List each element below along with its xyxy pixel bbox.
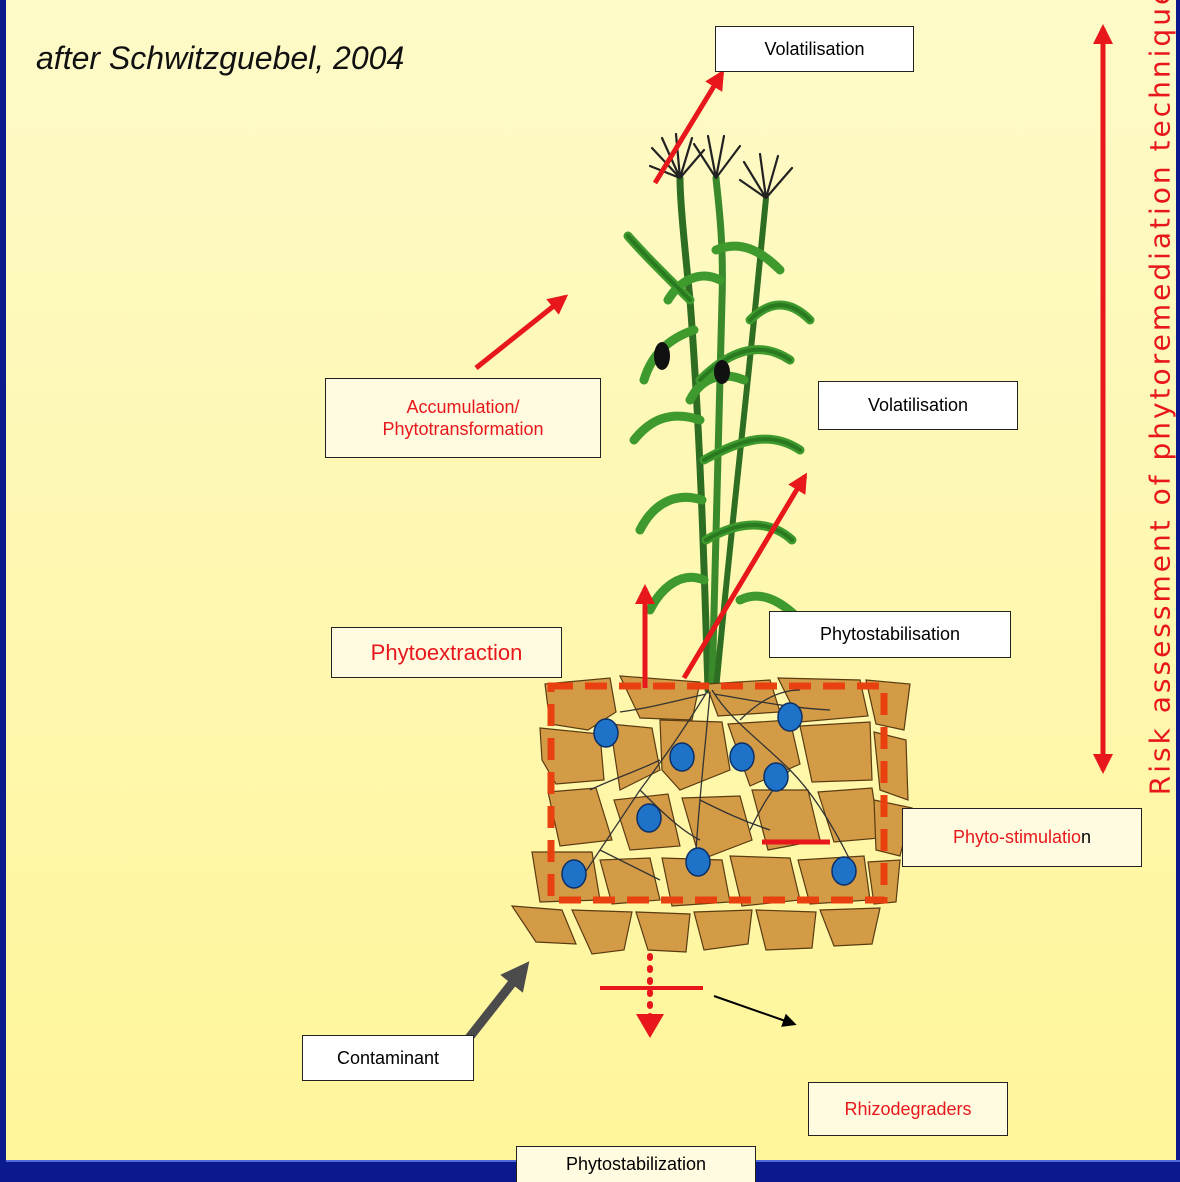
label-phytoextraction: Phytoextraction [331, 627, 562, 678]
contaminant-dot [764, 763, 788, 791]
label-text: Rhizodegraders [844, 1098, 971, 1121]
slide-background [6, 0, 1176, 1160]
label-volatilisation-top: Volatilisation [715, 26, 914, 72]
label-text: Phyto-stimulatio [953, 826, 1081, 849]
label-rhizodegraders: Rhizodegraders [808, 1082, 1008, 1136]
label-accumulation: Accumulation/ Phytotransformation [325, 378, 601, 458]
contaminant-dot [686, 848, 710, 876]
label-volatilisation-mid: Volatilisation [818, 381, 1018, 430]
label-text: Contaminant [337, 1047, 439, 1070]
risk-assessment-label: Risk assessment of phytoremediation tech… [1144, 0, 1177, 795]
label-text: Phytoextraction [371, 639, 523, 667]
contaminant-dot [670, 743, 694, 771]
source-citation: after Schwitzguebel, 2004 [36, 40, 404, 77]
label-text: Accumulation/ [406, 396, 519, 419]
label-contaminant: Contaminant [302, 1035, 474, 1081]
label-text: Volatilisation [868, 394, 968, 417]
contaminant-dot [562, 860, 586, 888]
contaminant-dot [832, 857, 856, 885]
contaminant-dot [637, 804, 661, 832]
label-text: n [1081, 826, 1091, 849]
contaminant-dot [778, 703, 802, 731]
label-text: Phytostabilization [566, 1153, 706, 1176]
label-phytostabilisation: Phytostabilisation [769, 611, 1011, 658]
contaminant-dot [594, 719, 618, 747]
contaminant-dot [730, 743, 754, 771]
label-phytostabilization-bottom: Phytostabilization [516, 1146, 756, 1182]
label-text: Volatilisation [764, 38, 864, 61]
label-text: Phytotransformation [382, 418, 543, 441]
label-text: Phytostabilisation [820, 623, 960, 646]
